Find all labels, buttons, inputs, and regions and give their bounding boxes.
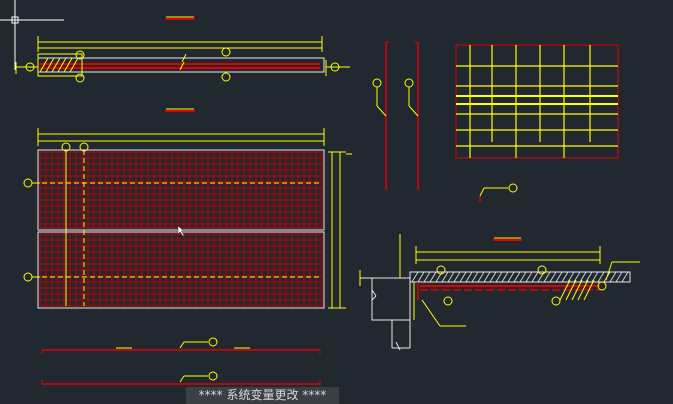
top-section-detail[interactable] [15, 16, 350, 83]
slab-reinforcement-plan[interactable] [23, 108, 352, 309]
stair-section-detail[interactable] [359, 234, 640, 351]
bottom-rebar-bars[interactable] [41, 337, 321, 385]
wall-reinforcement-section[interactable] [372, 41, 518, 202]
pickbox-icon [177, 225, 185, 237]
mesh-grid-detail[interactable] [455, 44, 619, 159]
command-status-message: **** 系统变量更改 **** [186, 387, 339, 404]
crosshair-cursor-icon [0, 0, 64, 70]
